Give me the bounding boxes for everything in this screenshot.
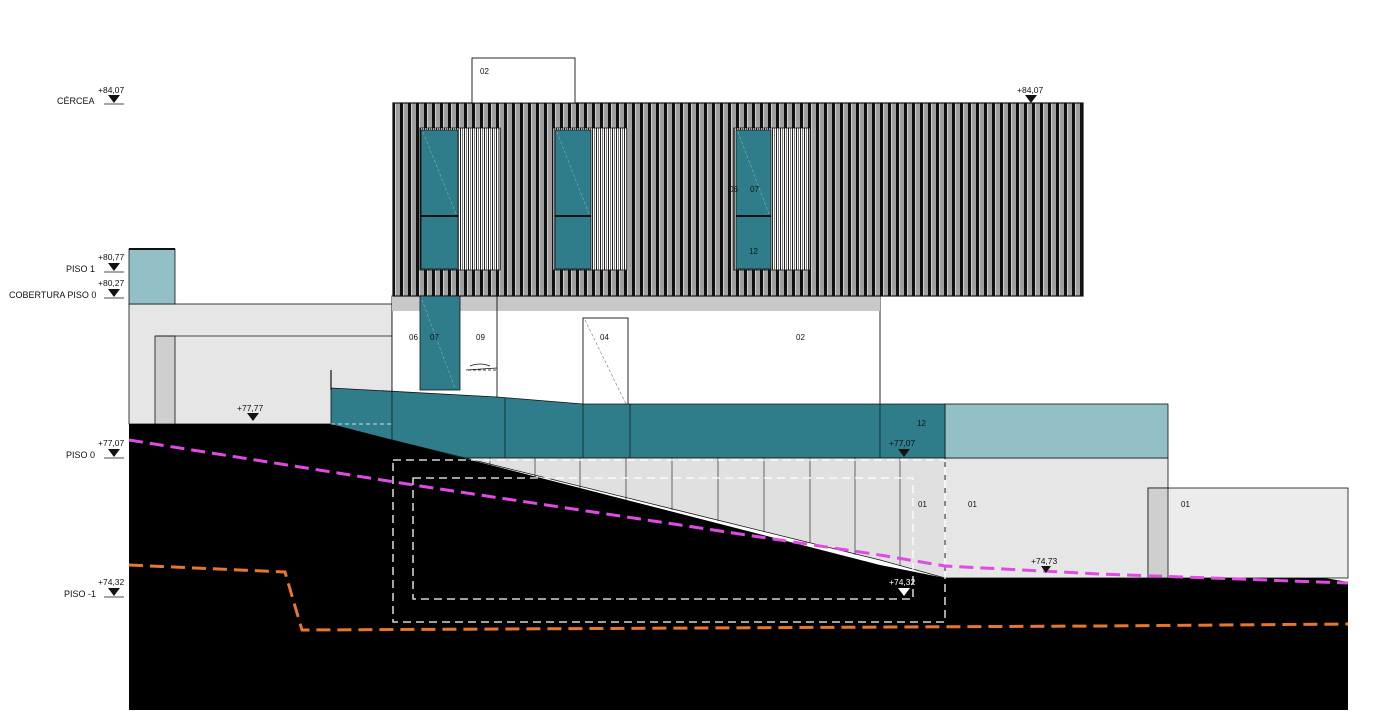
right-teal-band bbox=[944, 403, 1169, 459]
level-pisom1-label: PISO -1 bbox=[64, 589, 96, 599]
tag-lower-07: 07 bbox=[430, 333, 439, 342]
level-piso1-value: +80,77 bbox=[98, 252, 125, 262]
left-upper-block bbox=[128, 248, 176, 305]
level-cercea-label: CÉRCEA bbox=[57, 96, 95, 106]
basement-outline-inner bbox=[412, 477, 914, 600]
level-terrain-right-value: +74,73 bbox=[1031, 556, 1058, 566]
tag-lower-04: 04 bbox=[600, 333, 609, 342]
level-piso0-value: +77,07 bbox=[98, 438, 125, 448]
level-piso1-label: PISO 1 bbox=[66, 264, 95, 274]
far-right-wall bbox=[1147, 487, 1349, 579]
level-cercea-value: +84,07 bbox=[98, 85, 125, 95]
tag-roof-box: 02 bbox=[480, 67, 489, 76]
ground-mass bbox=[129, 424, 1348, 710]
terrain-line-orange bbox=[128, 563, 1349, 632]
cobertura-slab bbox=[392, 296, 880, 311]
tag-wall-12: 12 bbox=[917, 419, 926, 428]
right-wall-volume bbox=[944, 457, 1169, 579]
tag-lower-02: 02 bbox=[796, 333, 805, 342]
tag-wall-01a: 01 bbox=[918, 500, 927, 509]
level-terrain-left-value: +77,77 bbox=[237, 403, 264, 413]
roof-box bbox=[471, 57, 576, 104]
level-markers bbox=[104, 95, 1051, 598]
tag-wall-01b: 01 bbox=[968, 500, 977, 509]
upper-glazing bbox=[420, 129, 772, 270]
basement-outline-outer bbox=[392, 459, 946, 623]
tag-lower-09: 09 bbox=[476, 333, 485, 342]
tag-upper-12: 12 bbox=[749, 247, 758, 256]
tag-upper-06: 06 bbox=[729, 185, 738, 194]
level-pisom1-inner-value: +74,32 bbox=[889, 577, 916, 587]
level-piso0-label: PISO 0 bbox=[66, 450, 95, 460]
level-pisom1-value: +74,32 bbox=[98, 577, 125, 587]
level-cercea-right-value: +84,07 bbox=[1017, 85, 1044, 95]
level-cobertura-value: +80,27 bbox=[98, 278, 125, 288]
tag-upper-07: 07 bbox=[750, 185, 759, 194]
lower-glazing-07 bbox=[419, 295, 461, 391]
left-pillar bbox=[154, 335, 176, 425]
level-piso0-inner-value: +77,07 bbox=[889, 438, 916, 448]
tag-lower-06: 06 bbox=[409, 333, 418, 342]
level-cobertura-label: COBERTURA PISO 0 bbox=[9, 290, 96, 300]
tag-wall-01c: 01 bbox=[1181, 500, 1190, 509]
